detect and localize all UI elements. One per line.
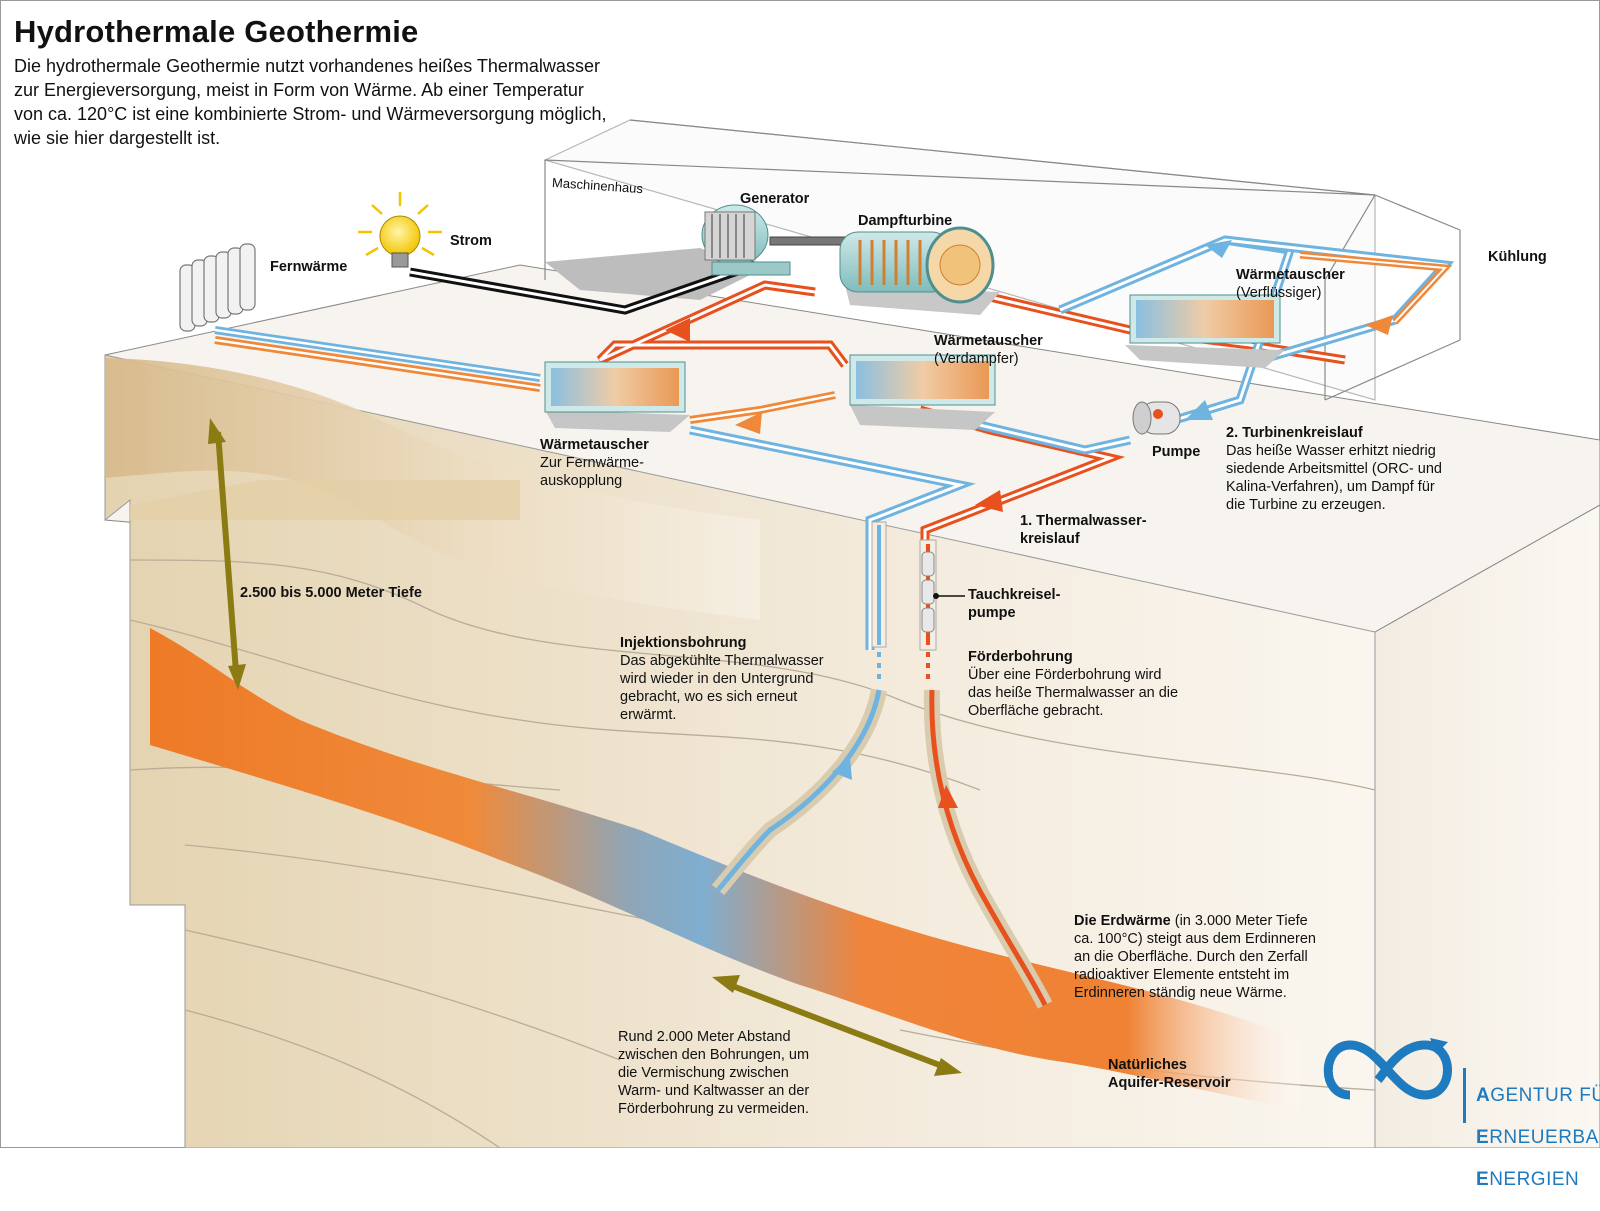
- text-turbinenkreislauf: Das heiße Wasser erhitzt niedrig siedend…: [1226, 443, 1442, 513]
- label-wt-fernwaerme: Wärmetauscher: [540, 437, 649, 453]
- logo-line1-first: A: [1476, 1085, 1491, 1106]
- label-tiefe: 2.500 bis 5.000 Meter Tiefe: [240, 585, 422, 601]
- distance-arrow: [712, 975, 962, 1076]
- logo-line1-rest: GENTUR FÜR: [1490, 1085, 1600, 1106]
- label-wt-verdampfer: Wärmetauscher: [934, 333, 1043, 349]
- text-erdwaerme: Die Erdwärme (in 3.000 Meter Tiefe ca. 1…: [1074, 912, 1316, 1002]
- machine-floor-shadow: [545, 248, 760, 300]
- label-turbinenkreislauf: 2. Turbinenkreislauf: [1226, 425, 1363, 441]
- heat-exchanger-district-icon: [544, 361, 690, 432]
- radiator-icon: [179, 243, 256, 332]
- strata-lines: [129, 559, 1376, 1148]
- cold-water-pipe: [689, 425, 976, 650]
- text-abstand: Rund 2.000 Meter Abstand zwischen den Bo…: [618, 1029, 810, 1117]
- heat-exchanger-evaporator-icon: [849, 354, 996, 430]
- steam-turbine-icon: [839, 226, 1000, 315]
- text-foerderbohrung: Über eine Förderbohrung wird das heiße T…: [968, 667, 1179, 719]
- label-wt-fernwaerme-sub: Zur Fernwärme- auskopplung: [540, 455, 644, 489]
- district-heating-pipes: [214, 326, 541, 392]
- label-kuehlung: Kühlung: [1488, 249, 1547, 265]
- label-generator: Generator: [740, 191, 810, 207]
- depth-arrow: [208, 418, 246, 690]
- logo-wordmark: AGENTUR FÜR ERNEUERBARE ENERGIEN: [1476, 1064, 1600, 1211]
- flow-arrows: [665, 240, 1393, 512]
- pump-icon: [1132, 401, 1181, 435]
- power-cable: [409, 260, 757, 315]
- label-tauchkreiselpumpe: Tauchkreisel- pumpe: [968, 587, 1061, 621]
- label-wt-verfluessiger-sub: (Verflüssiger): [1236, 285, 1322, 301]
- label-pumpe: Pumpe: [1152, 444, 1201, 460]
- text-erdwaerme-rest: (in 3.000 Meter Tiefe ca. 100°C) steigt …: [1074, 913, 1316, 1001]
- label-thermalwasserkreislauf: 1. Thermalwasser- kreislauf: [1020, 513, 1147, 547]
- logo-divider: [1463, 1068, 1466, 1123]
- intro-text: Die hydrothermale Geothermie nutzt vorha…: [14, 56, 607, 148]
- injection-borehole: [711, 521, 887, 896]
- logo-line2-rest: RNEUERBARE: [1489, 1127, 1600, 1148]
- heat-exchanger-condenser-icon: [1125, 294, 1285, 368]
- label-wt-verdampfer-sub: (Verdampfer): [934, 351, 1019, 367]
- text-erdwaerme-bold: Die Erdwärme: [1074, 913, 1171, 929]
- label-fernwaerme: Fernwärme: [270, 259, 348, 275]
- label-injektionsbohrung: Injektionsbohrung: [620, 635, 747, 651]
- page-title: Hydrothermale Geothermie: [14, 14, 419, 49]
- district-return-pipe: [689, 391, 836, 424]
- aee-logo-icon: [1323, 1038, 1452, 1100]
- label-aquifer: Natürliches Aquifer-Reservoir: [1108, 1057, 1231, 1091]
- logo-line3-first: E: [1476, 1169, 1490, 1190]
- aquifer-band: [150, 628, 1300, 1110]
- logo-line2-first: E: [1476, 1127, 1490, 1148]
- logo-line3-rest: NERGIEN: [1489, 1169, 1580, 1190]
- cooling-loop: [1224, 235, 1455, 365]
- production-borehole: [919, 539, 1053, 1009]
- geothermal-diagram: [104, 119, 1600, 1148]
- text-injektionsbohrung: Das abgekühlte Thermalwasser wird wieder…: [620, 653, 824, 723]
- label-wt-verfluessiger: Wärmetauscher: [1236, 267, 1345, 283]
- ground-front-face: [104, 354, 1376, 1148]
- label-strom: Strom: [450, 233, 492, 249]
- label-foerderbohrung: Förderbohrung: [968, 649, 1073, 665]
- label-dampfturbine: Dampfturbine: [858, 213, 953, 229]
- block-step: [130, 480, 520, 520]
- light-bulb-icon: [358, 192, 442, 268]
